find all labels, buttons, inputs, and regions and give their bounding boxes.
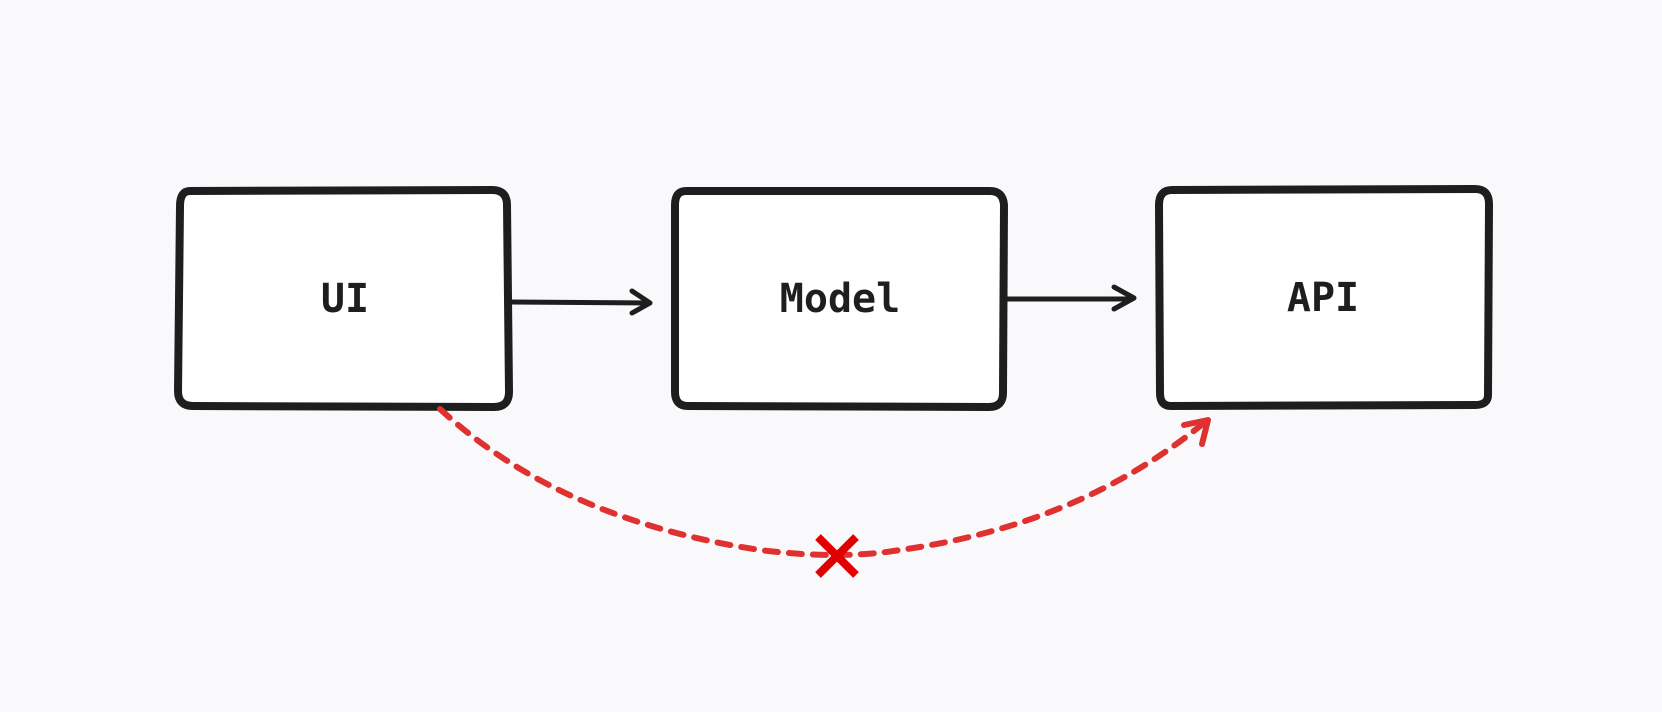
node-ui-label: UI bbox=[321, 276, 369, 322]
edge-ui-to-api-dashed-curve bbox=[437, 406, 1208, 558]
edge-model-to-api-arrowhead bbox=[1111, 284, 1137, 312]
node-model: Model bbox=[671, 187, 1008, 411]
node-model-label: Model bbox=[780, 276, 900, 322]
node-api-box bbox=[1155, 185, 1493, 410]
node-ui-box bbox=[174, 186, 513, 411]
edge-ui-to-api-arrowhead bbox=[1181, 417, 1211, 447]
edge-ui-to-model-line bbox=[507, 299, 651, 306]
node-api-label: API bbox=[1287, 275, 1359, 321]
edge-ui-to-api-blocked bbox=[437, 406, 1211, 578]
edge-model-to-api bbox=[1001, 284, 1137, 312]
blocked-x-icon bbox=[815, 534, 859, 578]
node-api: API bbox=[1155, 185, 1493, 410]
edge-ui-to-model-arrowhead bbox=[629, 288, 653, 316]
edge-ui-to-model bbox=[507, 288, 653, 316]
node-model-box bbox=[671, 187, 1008, 411]
node-ui: UI bbox=[174, 186, 513, 411]
